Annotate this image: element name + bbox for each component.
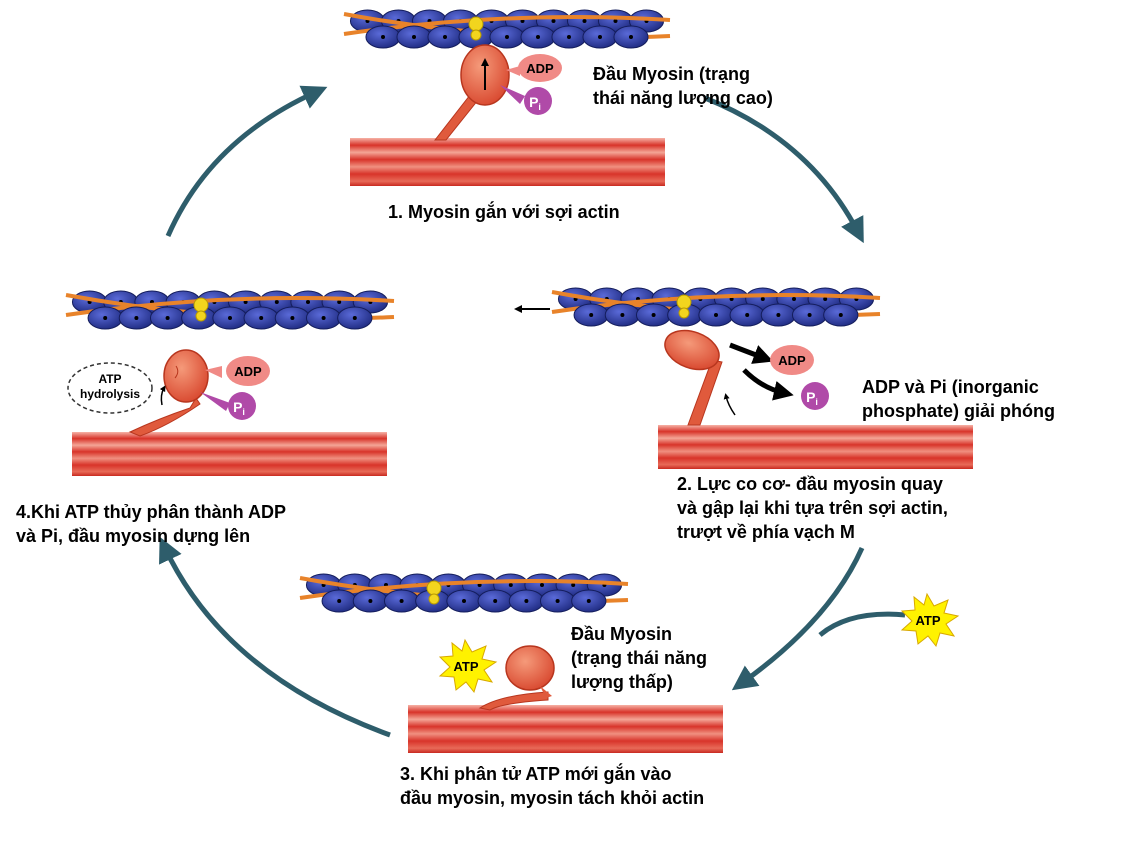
release-line2: phosphate) giải phóng	[862, 401, 1055, 421]
myosin-head-step1: ADP Pi	[433, 44, 562, 141]
adp-label-step4: ADP	[234, 364, 262, 379]
troponin-complex	[426, 580, 442, 596]
low-energy-label: Đầu Myosin (trạng thái năng lượng thấp)	[571, 622, 707, 694]
pi-label-step1: Pi	[529, 94, 541, 112]
myosin-head-step4: ADP Pi ATP hydrolysis	[67, 349, 270, 437]
adp-molecule-step1	[518, 54, 562, 82]
pi-molecule-step1	[524, 87, 552, 115]
high-energy-line1: Đầu Myosin (trạng	[593, 64, 751, 84]
step3-line2: đầu myosin, myosin tách khỏi actin	[400, 788, 705, 808]
step4-caption: 4.Khi ATP thủy phân thành ADP và Pi, đầu…	[16, 500, 286, 548]
step4-line2: và Pi, đầu myosin dựng lên	[16, 526, 251, 546]
step2-line2: và gập lại khi tựa trên sợi actin,	[677, 498, 948, 518]
cycle-arrow-4-to-1	[165, 85, 328, 238]
step2-caption: 2. Lực co cơ- đầu myosin quay và gập lại…	[677, 472, 948, 544]
thick-filament-step1	[350, 138, 665, 186]
thick-filament-step4	[72, 432, 387, 476]
myosin-head-step2: ADP Pi	[664, 329, 829, 426]
myosin-head-step3: ATP	[438, 638, 555, 711]
atp-incoming: ATP	[900, 592, 960, 648]
step1-caption: 1. Myosin gắn với sợi actin	[388, 202, 620, 222]
atp-label-step3: ATP	[453, 659, 478, 674]
atp-star-step3	[438, 638, 498, 694]
adp-molecule-step2	[770, 345, 814, 375]
adp-molecule-step4	[226, 356, 270, 386]
cycle-arrow-2-to-3	[731, 546, 865, 691]
thin-filament-step1	[343, 9, 671, 49]
high-energy-line2: thái năng lượng cao)	[593, 88, 773, 108]
step2-line1: 2. Lực co cơ- đầu myosin quay	[677, 474, 943, 494]
step4-line1: 4.Khi ATP thủy phân thành ADP	[16, 502, 286, 522]
release-line1: ADP và Pi (inorganic	[862, 377, 1039, 397]
release-label: ADP và Pi (inorganic phosphate) giải phó…	[862, 375, 1055, 423]
low-energy-line3: lượng thấp)	[571, 672, 673, 692]
troponin-complex	[468, 16, 484, 32]
thin-filament-step3	[299, 573, 629, 613]
pi-molecule-step2	[801, 382, 829, 410]
atp-label-incoming: ATP	[915, 613, 940, 628]
step3-line1: 3. Khi phân tử ATP mới gắn vào	[400, 764, 672, 784]
thin-filament-step2	[551, 287, 881, 327]
hydrolysis-label-line2: hydrolysis	[80, 387, 140, 401]
low-energy-line1: Đầu Myosin	[571, 624, 673, 644]
pi-molecule-step4	[228, 392, 256, 420]
atp-entry-arrow	[818, 611, 906, 637]
thick-filament-step2	[658, 425, 973, 469]
atp-hydrolysis-bubble	[67, 362, 153, 414]
high-energy-label: Đầu Myosin (trạng thái năng lượng cao)	[593, 62, 773, 110]
pi-label-step4: Pi	[233, 399, 245, 417]
thin-filament-step4	[65, 290, 395, 330]
step3-caption: 3. Khi phân tử ATP mới gắn vào đầu myosi…	[400, 762, 704, 810]
low-energy-line2: (trạng thái năng	[571, 648, 707, 668]
pi-label-step2: Pi	[806, 389, 818, 407]
cycle-arrow-3-to-4	[159, 536, 391, 738]
step2-line3: trượt về phía vạch M	[677, 522, 855, 542]
cycle-arrow-1-to-2	[704, 95, 864, 244]
troponin-complex	[676, 294, 692, 310]
atp-star-incoming	[900, 592, 960, 648]
adp-label-step1: ADP	[526, 61, 554, 76]
troponin-complex	[193, 297, 209, 313]
adp-label-step2: ADP	[778, 353, 806, 368]
hydrolysis-label-line1: ATP	[98, 372, 121, 386]
thick-filament-step3	[408, 705, 723, 753]
